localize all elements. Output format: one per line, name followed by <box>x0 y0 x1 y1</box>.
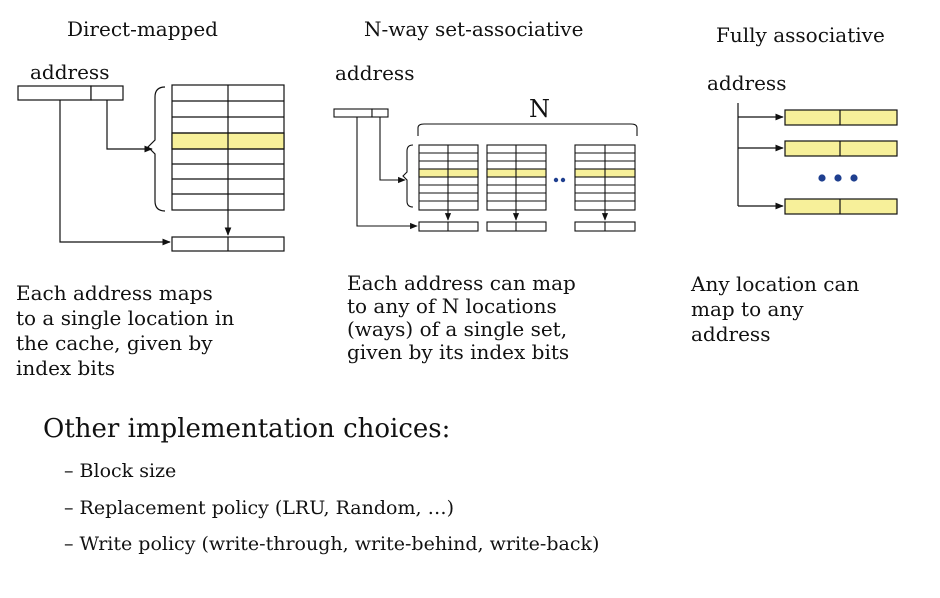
set-assoc-address-label: address <box>335 61 415 85</box>
set-associative-description: Each address can map to any of N locatio… <box>347 272 576 364</box>
direct-address-label: address <box>30 60 110 84</box>
set-assoc-ellipsis-dots <box>553 177 566 183</box>
set-assoc-address-index-field <box>371 108 389 118</box>
direct-tag-arrow <box>59 100 171 246</box>
direct-description-line: Each address maps <box>16 281 213 305</box>
set-assoc-index-arrow <box>379 117 406 184</box>
set-assoc-tag-arrow <box>356 117 418 230</box>
set-assoc-description-line: Each address can map <box>347 271 576 295</box>
direct-mapped-heading: Direct-mapped <box>67 17 218 41</box>
fully-description-line: Any location can <box>691 272 860 296</box>
bullet-write-policy: – Write policy (write-through, write-beh… <box>64 533 600 555</box>
direct-description-line: the cache, given by <box>16 331 213 355</box>
set-assoc-compare-registers <box>418 221 636 232</box>
direct-address-tag-field <box>17 85 92 101</box>
direct-mapped-description: Each address maps to a single location i… <box>16 281 234 381</box>
set-assoc-sets-brace <box>402 144 414 208</box>
direct-description-line: to a single location in <box>16 306 235 330</box>
fully-entry-1 <box>784 109 898 126</box>
set-assoc-way-2 <box>486 144 547 211</box>
fully-associative-figure <box>737 103 898 215</box>
bullet-replacement-policy: – Replacement policy (LRU, Random, …) <box>64 497 454 519</box>
set-associative-figure <box>333 108 638 232</box>
set-assoc-description-line: to any of N locations <box>347 294 557 318</box>
set-assoc-n-brace <box>417 123 638 136</box>
set-assoc-address-tag-field <box>333 108 373 118</box>
set-associative-heading: N-way set-associative <box>364 17 584 41</box>
fully-description-line: address <box>691 322 771 346</box>
fully-associative-heading: Fully associative <box>716 23 885 47</box>
bullet-block-size: – Block size <box>64 460 177 482</box>
set-assoc-n-label: N <box>529 95 550 123</box>
direct-cache-array <box>171 84 285 211</box>
fully-entry-2 <box>784 140 898 157</box>
direct-address-index-field <box>90 85 124 101</box>
direct-index-arrow <box>106 100 153 153</box>
direct-mapped-figure <box>17 84 285 252</box>
set-assoc-description-line: given by its index bits <box>347 340 570 364</box>
other-choices-heading: Other implementation choices: <box>43 414 451 444</box>
set-assoc-way-1 <box>418 144 479 211</box>
fully-ellipsis-dots <box>818 174 858 182</box>
fully-associative-description: Any location can map to any address <box>691 272 859 347</box>
set-assoc-description-line: (ways) of a single set, <box>347 317 568 341</box>
fully-description-line: map to any <box>691 297 804 321</box>
direct-description-line: index bits <box>16 356 116 380</box>
fully-address-label: address <box>707 71 787 95</box>
fully-entry-n <box>784 198 898 215</box>
set-assoc-way-n <box>574 144 636 211</box>
